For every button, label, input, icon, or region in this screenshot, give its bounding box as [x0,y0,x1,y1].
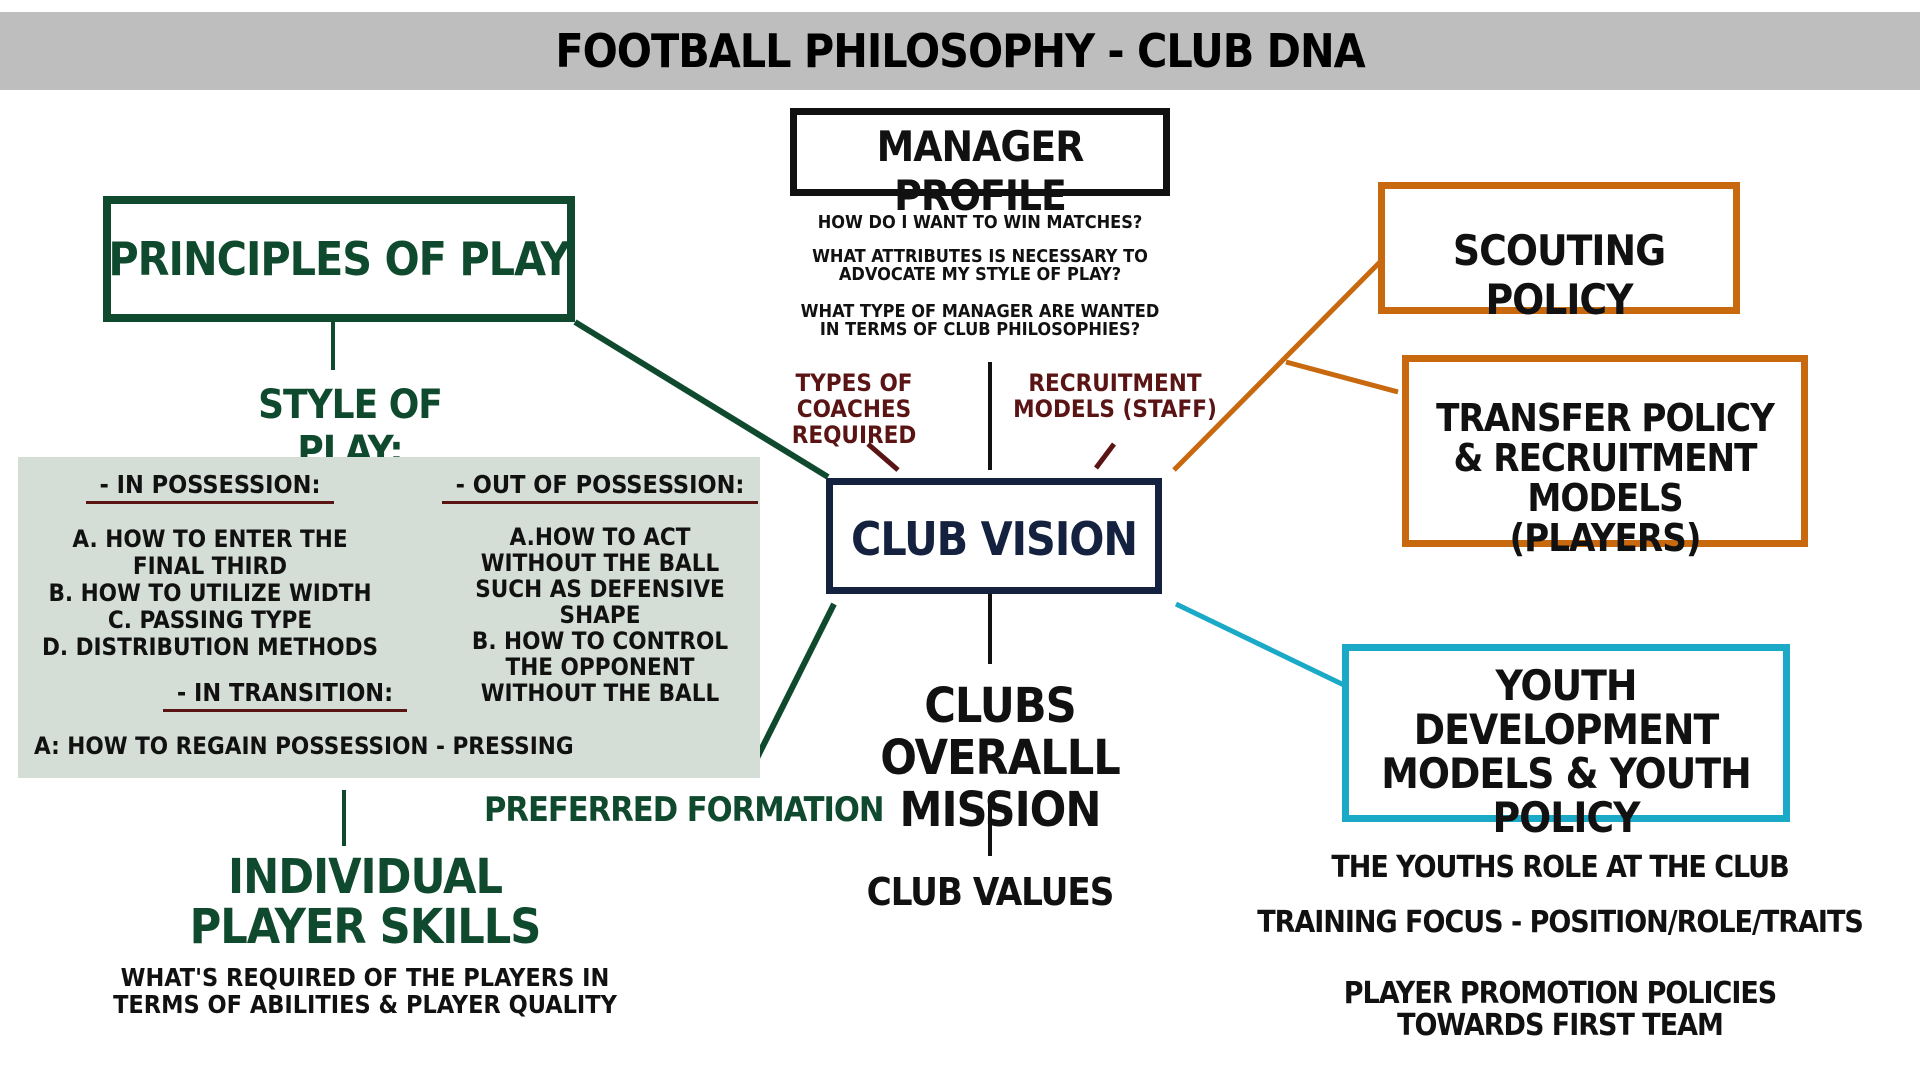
transition-header: - IN TRANSITION: [160,678,410,712]
club-vision-box [826,478,1162,594]
manager-question-3: WHAT TYPE OF MANAGER ARE WANTED IN TERMS… [800,301,1160,340]
scouting-label: SCOUTING POLICY [1452,226,1666,324]
page-title: FOOTBALL PHILOSOPHY - CLUB DNA [555,24,1365,78]
manager-question-2: WHAT ATTRIBUTES IS NECESSARY TO ADVOCATE… [812,246,1148,285]
out-possession-title: - OUT OF POSSESSION: [441,470,759,504]
in-possession-list: A. HOW TO ENTER THE FINAL THIRD B. HOW T… [40,526,380,661]
principles-title: PRINCIPLES OF PLAY [108,232,570,286]
line-vision-scouting [1172,260,1382,472]
club-vision-label: CLUB VISION [850,512,1138,566]
individual-skills-title: INDIVIDUAL PLAYER SKILLS [189,849,542,955]
transition-title: - IN TRANSITION: [162,678,408,712]
principles-box [103,196,575,322]
youth-promotion: PLAYER PROMOTION POLICIES TOWARDS FIRST … [1343,976,1778,1043]
scouting-box [1378,182,1740,314]
transfer-box [1402,355,1808,547]
manager-question-1: HOW DO I WANT TO WIN MATCHES? [817,212,1143,233]
coaches-label: TYPES OF COACHES REQUIRED [791,369,917,449]
title-bar [0,12,1920,90]
list-item: C. PASSING TYPE [107,606,313,634]
line-formation-vision [745,602,837,778]
individual-skills-desc: WHAT'S REQUIRED OF THE PLAYERS IN TERMS … [113,963,617,1019]
manager-profile-title: MANAGER PROFILE [876,122,1085,220]
club-values-label: CLUB VALUES [866,870,1115,914]
recruitment-staff-label: RECRUITMENT MODELS (STAFF) [1013,369,1217,423]
manager-profile-box [790,108,1170,196]
line-transfer [1285,359,1399,395]
style-panel [18,457,760,778]
youth-title: YOUTH DEVELOPMENT MODELS & YOUTH POLICY [1381,661,1752,842]
mission-label: CLUBS OVERALLL MISSION [880,678,1121,838]
in-possession-header: - IN POSSESSION: [60,470,360,504]
list-item: A.HOW TO ACT WITHOUT THE BALL SUCH AS DE… [475,523,725,629]
line-coaches [866,442,900,472]
line-vision-youth [1174,601,1348,689]
line-recruitment-staff [1094,442,1116,470]
transition-item: A: HOW TO REGAIN POSSESSION - PRESSING [34,732,574,760]
youth-box [1342,644,1790,822]
out-possession-header: - OUT OF POSSESSION: [440,470,760,504]
out-possession-list: A.HOW TO ACT WITHOUT THE BALL SUCH AS DE… [455,524,745,706]
preferred-formation-label: PREFERRED FORMATION [484,790,885,830]
youth-training: TRAINING FOCUS - POSITION/ROLE/TRAITS [1257,905,1864,940]
list-item: D. DISTRIBUTION METHODS [41,633,379,661]
youth-role: THE YOUTHS ROLE AT THE CLUB [1331,850,1789,885]
list-item: B. HOW TO UTILIZE WIDTH [48,579,372,607]
list-item: B. HOW TO CONTROL THE OPPONENT WITHOUT T… [471,627,729,707]
list-item: A. HOW TO ENTER THE FINAL THIRD [72,525,348,580]
line-principles-vision [573,319,830,480]
transfer-label: TRANSFER POLICY & RECRUITMENT MODELS (PL… [1436,396,1775,560]
in-possession-title: - IN POSSESSION: [85,470,335,504]
